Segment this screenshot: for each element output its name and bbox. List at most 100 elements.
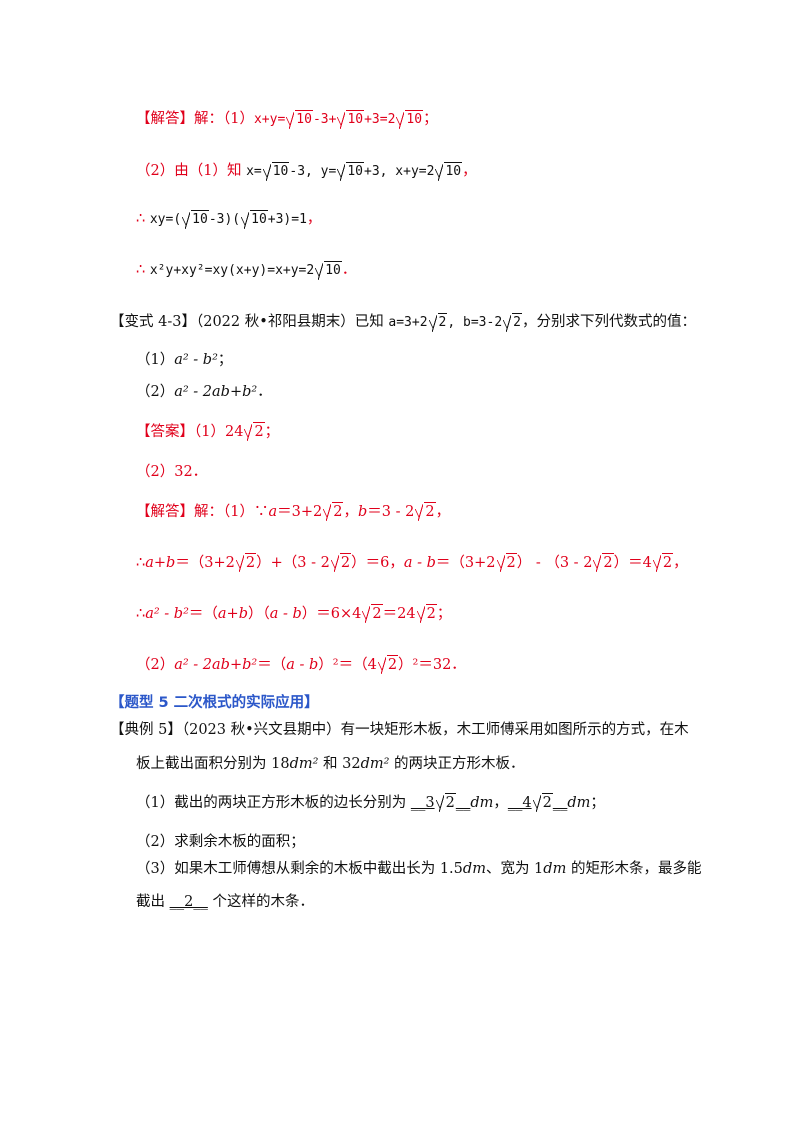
text-run: （2）32． [136, 464, 208, 480]
text-run: -3, y= [289, 164, 337, 179]
radicand: 10 [405, 110, 424, 127]
text-run: ）＝6， [351, 555, 404, 571]
text-run: 和 32 [318, 756, 361, 772]
radicand: 2 [386, 655, 399, 673]
text-run: 解：（1）∵ [194, 504, 269, 520]
sqrt-radical: 10 [315, 260, 342, 282]
text-run: ）＝6×4 [301, 606, 362, 622]
text-run: ； [436, 606, 452, 622]
sqrt-radical: 2 [330, 552, 352, 574]
text-run: 个这样的木条． [207, 894, 314, 910]
text-run: ； [264, 424, 280, 440]
radicand: 2 [371, 604, 383, 622]
text-run: ， [435, 504, 451, 520]
text-run: （2022 秋•祁阳县期末）已知 [195, 314, 389, 330]
text-run: ． [341, 262, 357, 278]
sqrt-radical: 10 [435, 161, 463, 183]
text-run: 解：（1） [194, 111, 254, 127]
text-run: xy=( [149, 212, 182, 227]
text-run: ）²＝32． [398, 657, 466, 673]
text-run: ＝（3+2 [175, 555, 235, 571]
text-run: 【答案】 [136, 424, 194, 440]
text-run: x+y= [253, 112, 286, 127]
radicand: 2 [602, 553, 614, 571]
text-run: -3+ [312, 112, 337, 127]
text-run: ）+（3 - 2 [256, 555, 330, 571]
radicand: 10 [324, 261, 342, 278]
text-run: （1）截出的两块正方形木板的边长分别为 [136, 795, 411, 811]
text-run: ＝（3+2 [435, 555, 496, 571]
text-run: （2） [136, 657, 175, 673]
text-run: ， [306, 211, 322, 227]
text-run: __4 [507, 795, 532, 811]
text-run: 、宽为 1 [485, 861, 544, 877]
text-run: , b=3-2 [447, 315, 503, 330]
text-run: ， [462, 163, 477, 179]
text-run: 【解答】 [136, 111, 194, 127]
text-run: （2）求剩余木板的面积； [136, 834, 305, 850]
text-run: ＝（ [257, 657, 287, 673]
text-run: __ [455, 795, 471, 811]
text-line-9: （2）32． [136, 461, 207, 483]
text-run: ，分别求下列代数式的值： [521, 314, 696, 330]
sqrt-radical: 2 [377, 654, 399, 676]
sqrt-radical: 2 [416, 603, 437, 625]
radicand: 10 [250, 210, 268, 227]
text-run: ∴ [136, 555, 146, 571]
text-run: a - b [269, 606, 302, 622]
radicand: 2 [425, 604, 437, 622]
text-run: -3)( [208, 212, 241, 227]
radicand: 2 [424, 502, 436, 520]
text-line-15: 【典例 5】（2023 秋•兴文县期中）有一块矩形木板，木工师傅采用如图所示的方… [110, 719, 689, 741]
sqrt-radical: 2 [362, 603, 383, 625]
text-run: dm [462, 861, 486, 877]
sqrt-radical: 2 [428, 312, 448, 334]
text-run: 板上截出面积分别为 18 [136, 756, 290, 772]
sqrt-radical: 2 [503, 312, 522, 334]
text-run: __2__ [169, 894, 208, 910]
text-run: 的两块正方形木板． [389, 756, 525, 772]
radicand: 2 [541, 793, 553, 811]
text-run: x= [246, 164, 262, 179]
text-run: a [268, 504, 278, 520]
text-run: （1）24 [194, 424, 244, 440]
text-run: __ [552, 795, 568, 811]
radicand: 2 [444, 793, 456, 811]
sqrt-radical: 2 [244, 421, 265, 443]
text-run: x²y+xy²=xy(x+y)=x+y=2 [149, 263, 315, 278]
text-run: ）（ [247, 606, 270, 622]
text-line-3: ∴ xy=(10-3)(10+3)=1， [136, 208, 321, 231]
text-run: a=3+2 [388, 315, 428, 330]
text-line-7: （2）a² - 2ab+b²． [136, 381, 272, 403]
sqrt-radical: 10 [396, 109, 424, 131]
radicand: 10 [295, 110, 313, 127]
sqrt-radical: 2 [235, 552, 257, 574]
radicand: 10 [346, 162, 364, 179]
text-run: （3）如果木工师傅想从剩余的木板中截出长为 1.5 [136, 861, 463, 877]
text-line-18: （2）求剩余木板的面积； [136, 831, 305, 853]
text-run: a² - 2ab+b² [174, 657, 258, 673]
text-run: ∴ [136, 606, 146, 622]
sqrt-radical: 10 [262, 161, 290, 183]
text-run: ）²＝（4 [318, 657, 377, 673]
radicand: 10 [191, 210, 209, 227]
text-run: ＝24 [382, 606, 416, 622]
text-run: dm [567, 795, 591, 811]
sqrt-radical: 10 [182, 209, 209, 231]
text-line-20: 截出 __2__ 个这样的木条． [136, 891, 314, 913]
text-run: ＝3+2 [277, 504, 323, 520]
text-run: a+b [217, 606, 248, 622]
text-run: dm² [360, 756, 390, 772]
text-run: 【变式 4-3】 [110, 314, 196, 330]
text-run: 【题型 5 二次根式的实际应用】 [110, 695, 319, 711]
sqrt-radical: 2 [496, 552, 517, 574]
